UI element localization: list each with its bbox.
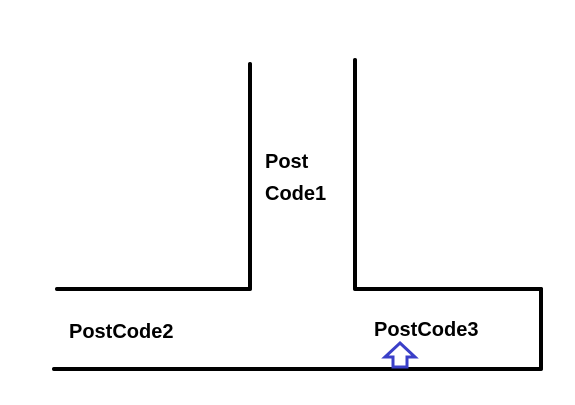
postcode1-label: Post Code1 [265,146,326,210]
postcode2-label: PostCode2 [69,321,174,343]
postcode1-label-line2: Code1 [265,183,327,205]
up-arrow-icon [381,340,419,369]
postcode1-label-line1: Post [265,151,309,173]
postcode3-label: PostCode3 [374,319,479,341]
